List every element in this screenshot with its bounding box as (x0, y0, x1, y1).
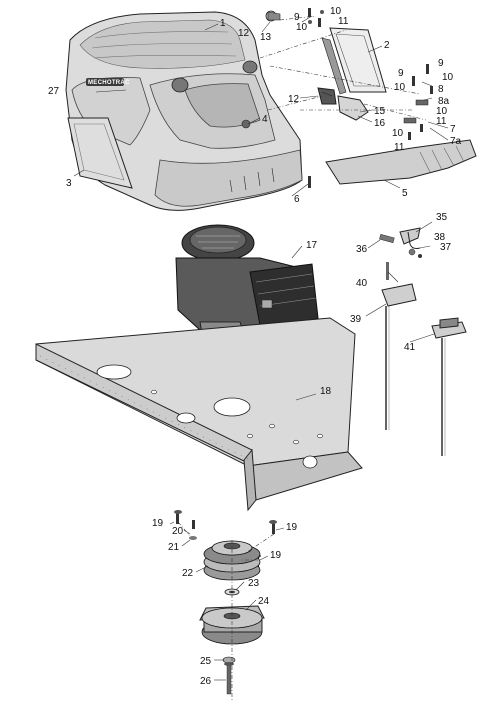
callout-19-lower: 19 (270, 550, 282, 561)
callout-10-top: 10 (296, 22, 308, 33)
callout-11-right: 11 (436, 116, 447, 127)
callout-10-right: 10 (442, 72, 454, 83)
callout-4: 4 (262, 114, 268, 125)
callout-37: 37 (440, 242, 452, 253)
callout-17: 17 (306, 240, 318, 251)
callout-40: 40 (356, 278, 368, 289)
footplate-5 (325, 139, 477, 185)
callout-9-top: 9 (294, 12, 300, 23)
callout-6: 6 (294, 194, 300, 205)
callout-19-right: 19 (286, 522, 298, 533)
callout-23: 23 (248, 578, 260, 589)
callout-27: 27 (48, 86, 60, 97)
callout-26: 26 (200, 676, 212, 687)
callout-35: 35 (436, 212, 448, 223)
small-hardware-top (265, 8, 433, 188)
callout-12-top: 12 (238, 28, 250, 39)
callout-11-top: 11 (338, 16, 349, 27)
callout-19-left: 19 (152, 518, 164, 529)
chassis-plate-18 (35, 317, 363, 512)
callout-10-lower: 10 (436, 106, 448, 117)
callout-39: 39 (350, 314, 362, 325)
callout-24: 24 (258, 596, 270, 607)
callout-21: 21 (168, 542, 180, 553)
callout-20: 20 (172, 526, 184, 537)
callout-36: 36 (356, 244, 368, 255)
callout-10-bottom: 10 (392, 128, 404, 139)
callout-38: 38 (434, 232, 446, 243)
callout-15: 15 (374, 106, 386, 117)
callout-9-mid: 9 (398, 68, 404, 79)
hood-brand-badge (86, 78, 124, 86)
callout-18: 18 (320, 386, 332, 397)
callout-25: 25 (200, 656, 212, 667)
callout-8a: 8a (438, 96, 450, 107)
callout-1: 1 (220, 18, 226, 29)
callout-10-mid: 10 (394, 82, 406, 93)
callout-12-mid: 12 (288, 94, 300, 105)
brand-label: MECHOTRAC (88, 80, 130, 86)
callout-9-right: 9 (438, 58, 444, 69)
callout-2: 2 (384, 40, 390, 51)
windscreen-2 (321, 27, 387, 95)
callout-22: 22 (182, 568, 194, 579)
callout-11-bottom: 11 (394, 142, 405, 153)
throttle-cable-assembly (379, 227, 422, 430)
headlamp-15-16 (317, 87, 369, 121)
hood: MECHOTRAC (65, 11, 303, 211)
callout-8: 8 (438, 84, 444, 95)
choke-cable-41 (431, 317, 467, 456)
leader-lines (73, 15, 449, 681)
callout-13: 13 (260, 32, 272, 43)
callout-numbers: 1 2 3 4 5 6 7 7a 8 8a 9 9 9 10 10 10 10 … (48, 6, 462, 687)
callout-10-top2: 10 (330, 6, 342, 17)
callout-7a: 7a (450, 136, 462, 147)
side-panel-3 (67, 117, 133, 189)
callout-16: 16 (374, 118, 386, 129)
callout-7: 7 (450, 124, 456, 135)
callout-41: 41 (404, 342, 416, 353)
assembly-guides (177, 15, 427, 700)
callout-5: 5 (402, 188, 408, 199)
engine-17 (175, 224, 319, 357)
callout-3: 3 (66, 178, 72, 189)
